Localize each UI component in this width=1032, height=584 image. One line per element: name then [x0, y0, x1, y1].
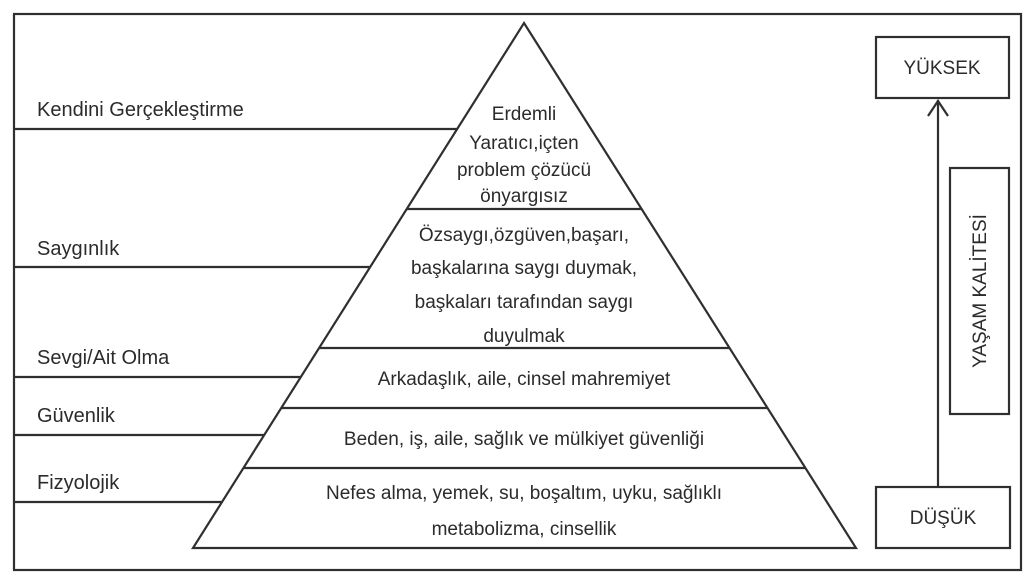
tier-text-esteem: Özsaygı,özgüven,başarı, başkalarına sayg…: [411, 225, 637, 347]
tier-line: Erdemli: [492, 104, 556, 125]
arrow-up-icon: [927, 99, 949, 117]
level-label-self-actualization: Kendini Gerçekleştirme: [37, 99, 244, 121]
level-label-physiological: Fizyolojik: [37, 472, 120, 494]
quality-of-life-scale: YÜKSEK YAŞAM KALİTESİ DÜŞÜK: [874, 35, 1012, 550]
tier-text-self-actualization: Erdemli Yaratıcı,içten problem çözücü ön…: [457, 104, 591, 207]
tier-line: Yaratıcı,içten: [469, 133, 578, 154]
high-label: YÜKSEK: [903, 58, 980, 79]
tier-line: metabolizma, cinsellik: [432, 519, 617, 540]
pyramid-outline: [191, 20, 858, 550]
tier-line: Arkadaşlık, aile, cinsel mahremiyet: [378, 369, 671, 390]
level-label-belonging: Sevgi/Ait Olma: [37, 347, 170, 369]
tier-line: Beden, iş, aile, sağlık ve mülkiyet güve…: [344, 429, 704, 450]
tier-line: duyulmak: [483, 326, 565, 347]
tier-line: başkaları tarafından saygı: [415, 292, 634, 313]
tier-line: problem çözücü: [457, 160, 591, 181]
quality-of-life-box: [948, 166, 1011, 416]
high-box: [874, 35, 1011, 100]
low-label: DÜŞÜK: [910, 508, 977, 529]
tier-text-belonging: Arkadaşlık, aile, cinsel mahremiyet: [378, 369, 671, 390]
tier-text-physiological: Nefes alma, yemek, su, boşaltım, uyku, s…: [326, 483, 722, 540]
tier-line: Nefes alma, yemek, su, boşaltım, uyku, s…: [326, 483, 722, 504]
tier-line: başkalarına saygı duymak,: [411, 258, 637, 279]
tier-text-safety: Beden, iş, aile, sağlık ve mülkiyet güve…: [344, 429, 704, 450]
level-label-esteem: Saygınlık: [37, 238, 120, 260]
low-box: [874, 485, 1012, 550]
tier-line: Özsaygı,özgüven,başarı,: [419, 225, 629, 246]
level-label-safety: Güvenlik: [37, 405, 116, 427]
quality-of-life-label: YAŞAM KALİTESİ: [970, 214, 991, 368]
outer-frame: [12, 12, 1023, 572]
tier-line: önyargısız: [480, 186, 568, 207]
